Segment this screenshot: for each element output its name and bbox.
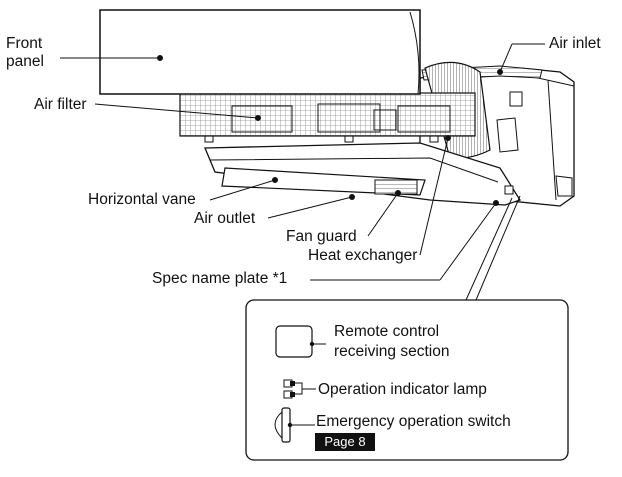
indicator-lamp-icon <box>283 379 316 399</box>
page-reference-badge: Page 8 <box>315 433 375 451</box>
emergency-switch-icon <box>274 407 315 443</box>
remote-control-label-line2: receiving section <box>334 343 450 360</box>
receiver-window <box>504 185 514 195</box>
fan-guard-label: Fan guard <box>286 228 357 245</box>
detail-box <box>245 299 569 461</box>
air-outlet-label: Air outlet <box>194 210 256 227</box>
spec-name-plate-label: Spec name plate *1 <box>152 270 288 287</box>
front-panel-label-line2: panel <box>6 53 44 70</box>
front-panel-label-line1: Front <box>6 35 43 52</box>
remote-control-label-line1: Remote control <box>334 323 440 340</box>
leader-lines <box>60 43 545 301</box>
horizontal-vane <box>221 167 426 196</box>
air-filter-label: Air filter <box>34 96 87 113</box>
horizontal-vane-label: Horizontal vane <box>88 191 196 208</box>
heat-exchanger-label: Heat exchanger <box>308 247 418 264</box>
air-filter <box>179 92 476 143</box>
front-panel <box>99 9 421 95</box>
emergency-switch-label: Emergency operation switch <box>316 413 511 430</box>
air-inlet-label: Air inlet <box>549 35 601 52</box>
operation-lamp-label: Operation indicator lamp <box>318 381 487 398</box>
remote-receiver-icon <box>275 325 326 358</box>
